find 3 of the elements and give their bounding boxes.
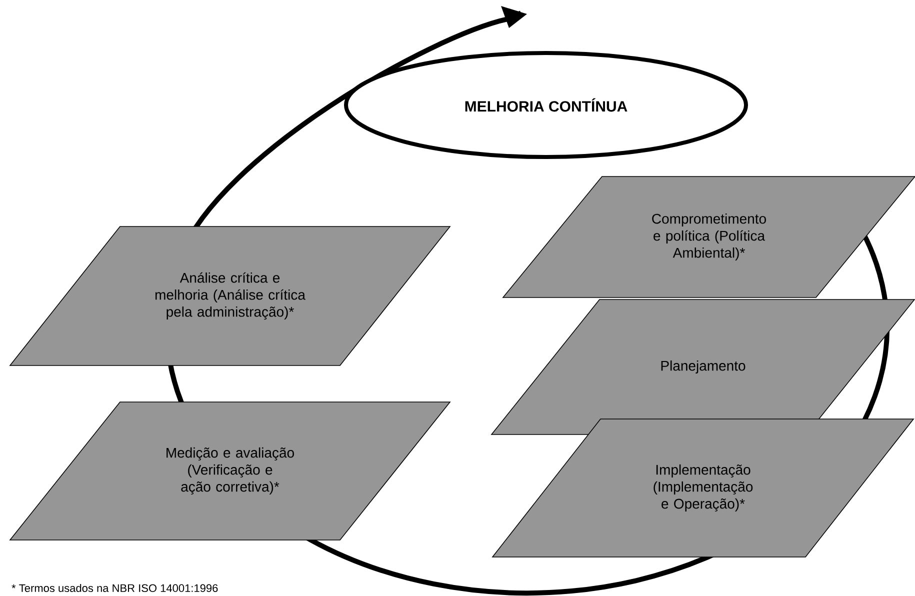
node-label: Planejamento xyxy=(661,360,746,374)
ellipse-node: MELHORIA CONTÍNUA xyxy=(344,51,748,159)
footnote: * Termos usados na NBR ISO 14001:1996 xyxy=(12,584,218,592)
